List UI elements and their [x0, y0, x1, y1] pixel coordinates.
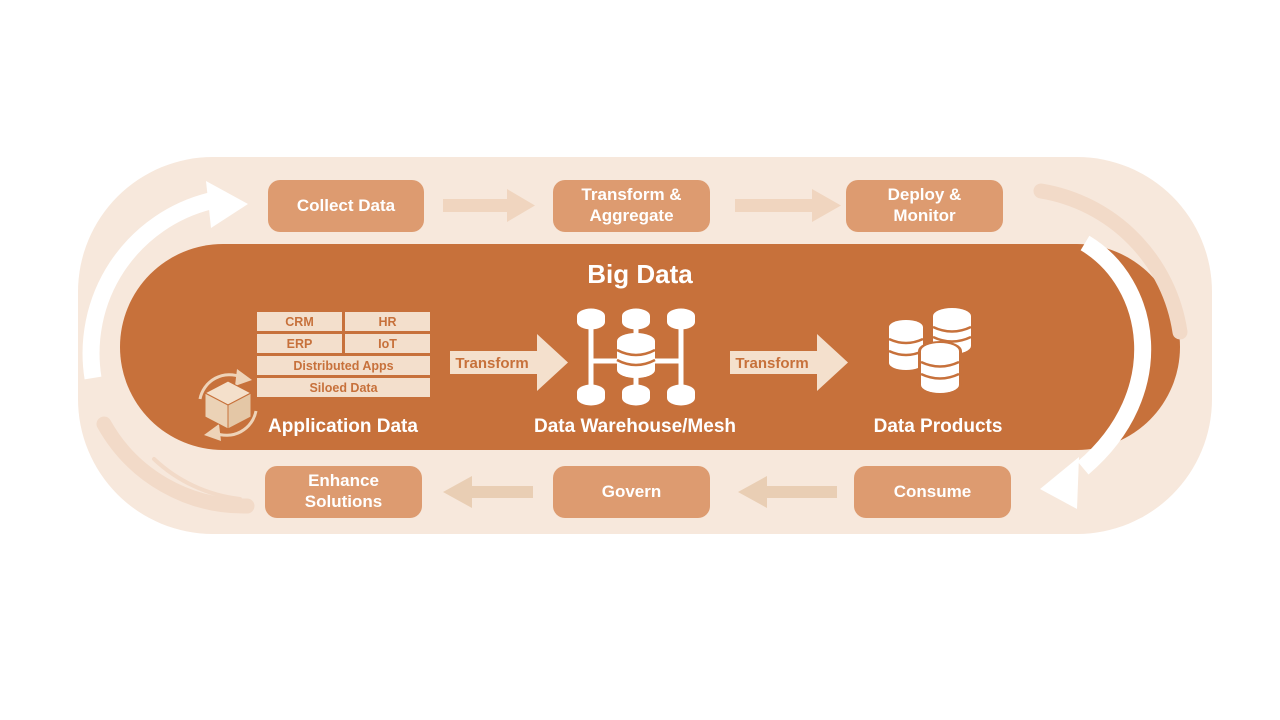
transform-right-label: Transform — [735, 355, 809, 372]
cycle-arrow-left-icon — [82, 181, 248, 380]
application-data-label: Application Data — [268, 416, 418, 437]
source-box-erp: ERP — [257, 334, 342, 353]
step-collect-data[interactable]: Collect Data — [268, 180, 424, 232]
step-consume[interactable]: Consume — [854, 466, 1011, 518]
arrow-govern-to-enhance — [443, 476, 533, 508]
arrow-consume-to-govern — [738, 476, 837, 508]
arrow-transform-to-deploy — [735, 189, 841, 222]
data-products-label: Data Products — [873, 416, 1003, 437]
data-warehouse-mesh-icon — [577, 308, 695, 406]
source-box-siloed-data: Siloed Data — [257, 378, 430, 397]
step-transform-aggregate[interactable]: Transform & Aggregate — [553, 180, 710, 232]
arrow-collect-to-transform — [443, 189, 535, 222]
source-box-distributed-apps: Distributed Apps — [257, 356, 430, 375]
application-data-sources: CRM HR ERP IoT Distributed Apps Siloed D… — [257, 312, 430, 397]
cycle-arrow-right-icon — [1040, 235, 1152, 509]
data-warehouse-mesh-label: Data Warehouse/Mesh — [533, 416, 736, 437]
step-enhance-solutions[interactable]: Enhance Solutions — [265, 466, 422, 518]
data-products-icon — [888, 308, 972, 396]
decorative-arc-top-right — [1033, 183, 1188, 340]
transform-arrow-left — [450, 334, 568, 391]
source-box-crm: CRM — [257, 312, 342, 331]
decorative-arc-bottom-left — [96, 416, 255, 514]
big-data-title: Big Data — [587, 259, 693, 289]
source-box-iot: IoT — [345, 334, 430, 353]
transform-left-label: Transform — [455, 355, 529, 372]
decorative-arc-bottom-left-thin — [152, 457, 242, 501]
step-deploy-monitor[interactable]: Deploy & Monitor — [846, 180, 1003, 232]
application-data-cube-icon — [198, 369, 258, 441]
step-govern[interactable]: Govern — [553, 466, 710, 518]
transform-arrow-right — [730, 334, 848, 391]
source-box-hr: HR — [345, 312, 430, 331]
